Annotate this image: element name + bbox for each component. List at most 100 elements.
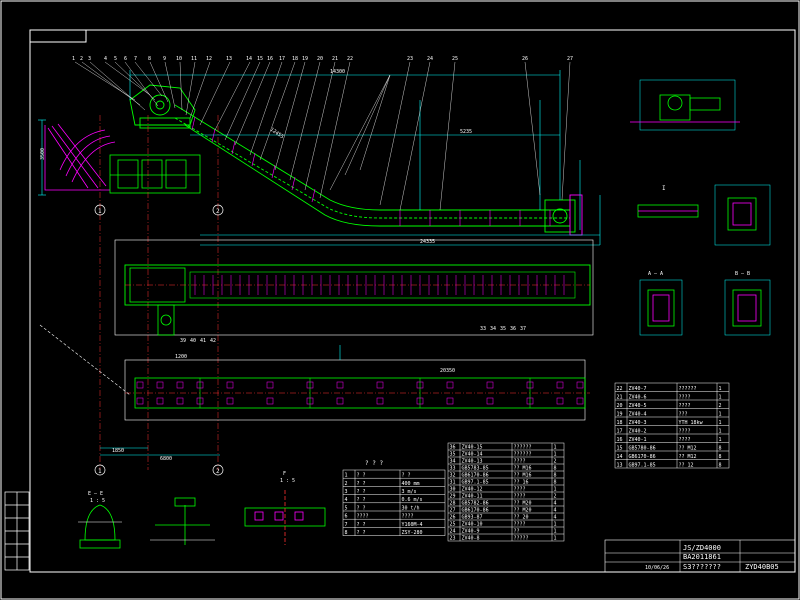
leader-num: 16 [267, 56, 273, 62]
parts-left-cell: 30 [450, 486, 456, 492]
tech-table-cell: ? ? [357, 481, 366, 487]
anchor-bolt [416, 381, 424, 389]
section-view-bb: B — B [724, 271, 771, 336]
leader-num: 26 [522, 56, 528, 62]
dim-incline: 12455 [269, 127, 285, 141]
parts-left-cell: 1 [554, 535, 557, 541]
parts-left-cell: 1 [554, 521, 557, 527]
parts-right-cell: ?????? [679, 386, 697, 392]
parts-left-cell: ?? 16 [514, 479, 529, 485]
parts-left-cell: ZV40-12 [462, 486, 483, 492]
plan-motor [157, 304, 175, 336]
parts-right-cell: 8 [719, 445, 722, 451]
parts-right-cell: 19 [617, 411, 623, 417]
plan-leader-33: 33 [480, 326, 486, 332]
anchor-bolt [556, 381, 564, 389]
parts-left-cell: 1 [554, 486, 557, 492]
parts-left-cell: 1 [554, 528, 557, 534]
title-block: JS/ZD4000 BA2011861 S3??????? ZYD40B05 1… [604, 539, 796, 573]
tech-table-cell: 30 t/h [402, 505, 420, 511]
tech-table-cell: ? ? [357, 522, 366, 528]
parts-right-cell: ZV40-7 [629, 386, 647, 392]
top-leader-numbers: 1 2 3 4 5 6 7 8 9 10 11 12 13 14 15 16 1… [72, 56, 573, 62]
tech-table: ? ? ? 1? ?? ?2? ?400 mm3? ?3 m/s4? ?0.6 … [342, 460, 446, 536]
dim-plan-length: 20350 [440, 368, 455, 374]
hopper-frame [109, 154, 201, 194]
conveyor-flights [191, 116, 551, 226]
parts-right-cell: 1 [719, 411, 722, 417]
plan-view-upper: 33 34 35 36 37 39 40 41 42 [114, 239, 594, 344]
leader-num: 9 [163, 56, 166, 62]
drawing-number: ZYD40B05 [745, 563, 779, 571]
leader-num: 27 [567, 56, 573, 62]
tech-table-cell: 3 [345, 489, 348, 495]
anchor-bolt [526, 397, 534, 405]
parts-left-cell: 28 [450, 500, 456, 506]
parts-left-cell: 34 [450, 458, 456, 464]
parts-right-cell: 17 [617, 428, 623, 434]
leader-num: 19 [302, 56, 308, 62]
parts-left-cell: 8 [554, 472, 557, 478]
tech-table-title: ? ? ? [365, 460, 383, 467]
parts-right-cell: 16 [617, 437, 623, 443]
parts-right-cell: 14 [617, 454, 623, 460]
tech-table-cell: ? ? [357, 497, 366, 503]
anchor-bolt [156, 381, 164, 389]
parts-left-cell: ???? [514, 521, 526, 527]
tech-table-cell: ???? [357, 514, 369, 520]
grid-marker-2-lower-label: 2 [216, 468, 220, 475]
parts-right-cell: ???? [679, 428, 691, 434]
anchor-bolt [266, 381, 274, 389]
elevation-view: 1 2 14300 5235 24335 12455 3500 1 2 3 4 … [38, 56, 601, 470]
plan-label-41: 41 [200, 338, 206, 344]
parts-right-cell: GB97.1-85 [629, 462, 656, 468]
anchor-bolt [196, 397, 204, 405]
detail-e-scale: 1 : 5 [90, 498, 105, 504]
parts-left-cell: ???? [514, 486, 526, 492]
tech-table-cell: 5 [345, 505, 348, 511]
grid-marker-1-lower-label: 1 [98, 468, 102, 475]
anchor-bolt [176, 381, 184, 389]
parts-left-cell: 27 [450, 507, 456, 513]
parts-right-cell: ?? 12 [679, 462, 694, 468]
plan-leader-34: 34 [490, 326, 496, 332]
leader-num: 2 [80, 56, 83, 62]
parts-left-cell: GB5783-85 [462, 465, 489, 471]
anchor-bolt [486, 397, 494, 405]
detail-f-scale: 1 : 5 [280, 478, 295, 484]
leader-num: 25 [452, 56, 458, 62]
parts-right-cell: ?? M12 [679, 454, 697, 460]
hopper-structure [44, 123, 116, 191]
parts-left-cell: 4 [554, 507, 557, 513]
anchor-bolt [136, 381, 144, 389]
parts-left-cell: 26 [450, 514, 456, 520]
parts-left-cell: 33 [450, 465, 456, 471]
parts-left-cell: 2 [554, 458, 557, 464]
anchor-bolt [136, 397, 144, 405]
parts-left-cell: ???? [514, 458, 526, 464]
parts-right-cell: ???? [679, 403, 691, 409]
lower-dimension-texts: 1850 6800 1200 20350 [112, 354, 455, 462]
lower-dimensions [100, 345, 341, 456]
parts-left-cell: ?? M20 [514, 507, 532, 513]
anchor-bolt [226, 397, 234, 405]
parts-right-cell: 1 [719, 420, 722, 426]
parts-right-cell: ???? [679, 394, 691, 400]
parts-left-cell: ?????? [514, 451, 532, 457]
grid-marker-2-lower: 2 [212, 464, 224, 476]
parts-right-cell: GB6170-86 [629, 454, 656, 460]
anchor-bolt [576, 397, 584, 405]
leader-num: 13 [226, 56, 232, 62]
tech-table-cell: 400 mm [402, 481, 420, 487]
parts-right-cell: GB5780-86 [629, 445, 656, 451]
parts-left-cell: ZV40-13 [462, 458, 483, 464]
detail-f-title: F [283, 471, 286, 477]
leader-num: 1 [72, 56, 75, 62]
tech-table-cell: 7 [345, 522, 348, 528]
leader-num: 14 [246, 56, 252, 62]
tech-table-cell: 8 [345, 530, 348, 536]
plan-label-42: 42 [210, 338, 216, 344]
